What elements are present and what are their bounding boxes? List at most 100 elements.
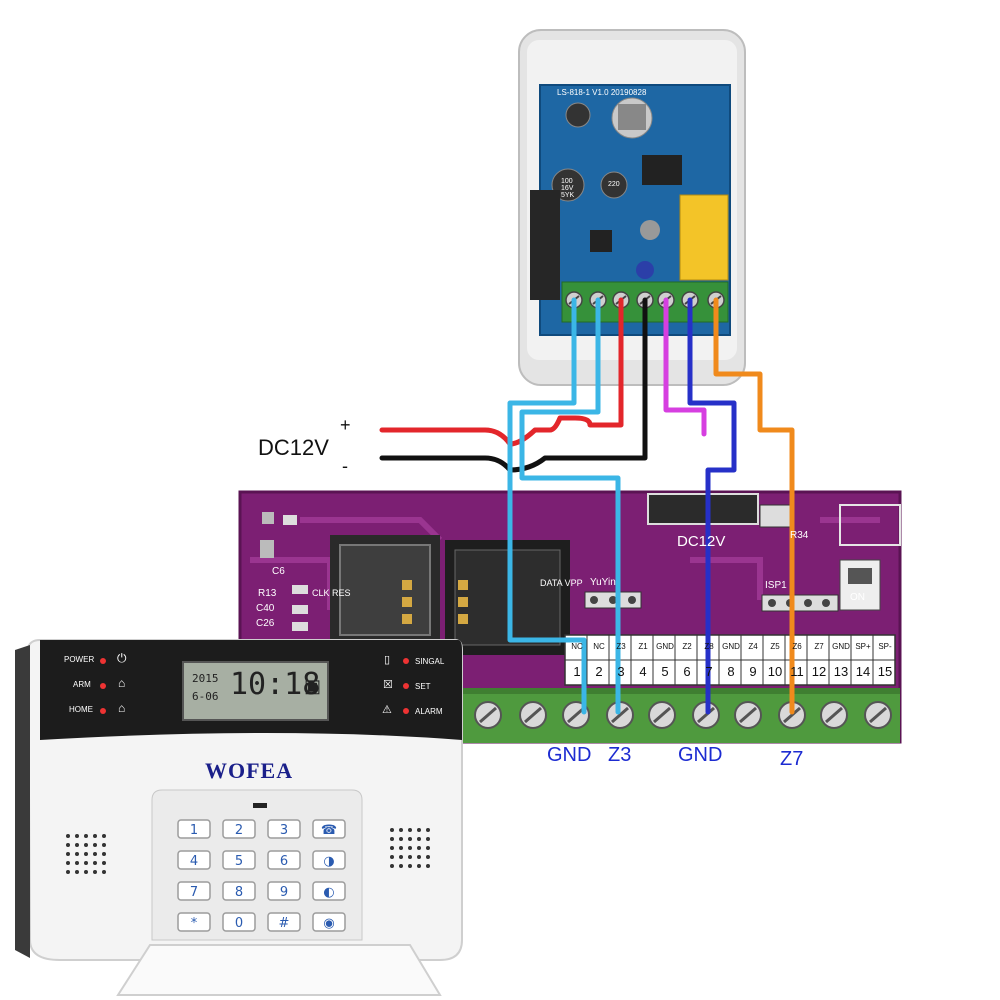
gnd-right-label: GND <box>678 744 723 766</box>
svg-text:*: * <box>191 916 198 931</box>
terminal-number: 10 <box>767 664 783 679</box>
keypad-key[interactable]: 0 <box>222 912 256 932</box>
terminal-number: 15 <box>877 664 893 679</box>
home-icon: ⌂ <box>118 701 126 715</box>
terminal-screws <box>474 701 892 729</box>
terminal-name: GND <box>832 642 850 651</box>
terminal-number: 6 <box>683 664 691 679</box>
terminal-number: 4 <box>639 664 647 679</box>
terminal-screw <box>864 701 892 729</box>
svg-text:☎: ☎ <box>321 823 337 838</box>
keypad-key[interactable]: * <box>177 912 211 932</box>
keypad-key[interactable]: ☎ <box>312 819 346 839</box>
arm-icon: ⌂ <box>118 676 126 690</box>
terminal-screw <box>474 701 502 729</box>
lcd-date: 6-06 <box>192 690 219 703</box>
terminal-name: SP+ <box>855 642 871 651</box>
terminal-name: Z8 <box>704 642 714 651</box>
keypad-key[interactable]: # <box>267 912 301 932</box>
detector-module <box>518 29 746 386</box>
svg-text:2: 2 <box>235 823 243 838</box>
lcd-year: 2015 <box>192 672 219 685</box>
svg-text:◐: ◐ <box>323 885 334 900</box>
board-r34-label: R34 <box>790 530 809 541</box>
blue-gnd-wire <box>687 297 737 715</box>
indicator-arm: ARM <box>73 680 91 689</box>
terminal-name: SP- <box>878 642 892 651</box>
terminal-number: 7 <box>705 664 713 679</box>
board-clk-label: CLK RES <box>312 588 351 598</box>
terminal-name: Z7 <box>814 642 824 651</box>
keypad-key[interactable]: 5 <box>222 850 256 870</box>
terminal-number: 8 <box>727 664 735 679</box>
alarm-icon: ⚠ <box>382 704 392 716</box>
keypad-key[interactable]: ◉ <box>312 912 346 932</box>
keypad: 1 2 3 ☎ 4 5 6 ◑ 7 8 9 ◐ * 0 # ◉ <box>177 819 346 932</box>
keypad-key[interactable]: 9 <box>267 881 301 901</box>
terminal-screw <box>648 701 676 729</box>
terminal-number: 12 <box>811 664 827 679</box>
svg-text:1: 1 <box>190 823 198 838</box>
orange-z7-wire <box>713 297 795 715</box>
terminal-number: 1 <box>573 664 581 679</box>
power-minus-sign: - <box>342 456 348 476</box>
z3-label: Z3 <box>608 744 632 766</box>
indicator-signal: SINGAL <box>415 657 445 666</box>
keypad-key[interactable]: 2 <box>222 819 256 839</box>
svg-text:7: 7 <box>190 885 198 900</box>
terminal-number: 2 <box>595 664 603 679</box>
set-icon: ☒ <box>383 679 393 691</box>
terminal-name: Z1 <box>638 642 648 651</box>
detector-cap-label-3: 5YK <box>561 192 575 199</box>
terminal-number: 3 <box>617 664 625 679</box>
detector-cap-label-4: 220 <box>608 181 620 188</box>
svg-text:5: 5 <box>235 854 243 869</box>
terminal-screw <box>606 701 634 729</box>
keypad-key[interactable]: 1 <box>177 819 211 839</box>
keypad-key[interactable]: 7 <box>177 881 211 901</box>
keypad-key[interactable]: 8 <box>222 881 256 901</box>
indicator-home: HOME <box>69 705 93 714</box>
terminal-screw <box>519 701 547 729</box>
indicator-power: POWER <box>64 655 95 664</box>
board-yuyin-label: YuYin <box>590 577 616 588</box>
terminal-name: Z3 <box>616 642 626 651</box>
brand-logo: wofea <box>205 758 294 783</box>
terminal-name: Z6 <box>792 642 802 651</box>
terminal-name: Z2 <box>682 642 692 651</box>
svg-text:#: # <box>279 916 290 931</box>
keypad-key[interactable]: 3 <box>267 819 301 839</box>
board-data-label: DATA VPP <box>540 578 583 588</box>
keypad-key[interactable]: 4 <box>177 850 211 870</box>
cyan-z3-wire <box>519 297 621 715</box>
alarm-panel <box>15 639 463 996</box>
terminal-number: 13 <box>833 664 849 679</box>
terminal-name: NC <box>571 642 583 651</box>
indicator-set: SET <box>415 682 431 691</box>
svg-text:3: 3 <box>280 823 288 838</box>
keypad-key[interactable]: ◐ <box>312 881 346 901</box>
lcd-time: 10:18 <box>230 667 321 702</box>
svg-text:6: 6 <box>280 854 288 869</box>
gnd-left-label: GND <box>547 744 592 766</box>
svg-text:9: 9 <box>280 885 288 900</box>
z7-label: Z7 <box>780 748 804 770</box>
wires <box>379 297 795 715</box>
board-c26-label: C26 <box>256 618 275 629</box>
board-c40-label: C40 <box>256 603 275 614</box>
keypad-key[interactable]: ◑ <box>312 850 346 870</box>
lcd-lock-icon: ▣ <box>304 676 322 696</box>
terminal-number: 5 <box>661 664 669 679</box>
detector-board-marking: LS-818-1 V1.0 20190828 <box>557 88 647 97</box>
cyan-gnd-wire <box>507 297 587 715</box>
svg-text:◑: ◑ <box>323 854 334 869</box>
keypad-key[interactable]: 6 <box>267 850 301 870</box>
terminal-name: NC <box>593 642 605 651</box>
svg-text:4: 4 <box>190 854 198 869</box>
sim-slot <box>330 535 570 655</box>
terminal-number: 9 <box>749 664 757 679</box>
terminal-screw <box>778 701 806 729</box>
board-on-label: ON <box>850 592 865 603</box>
speaker-grille-right <box>390 828 430 868</box>
